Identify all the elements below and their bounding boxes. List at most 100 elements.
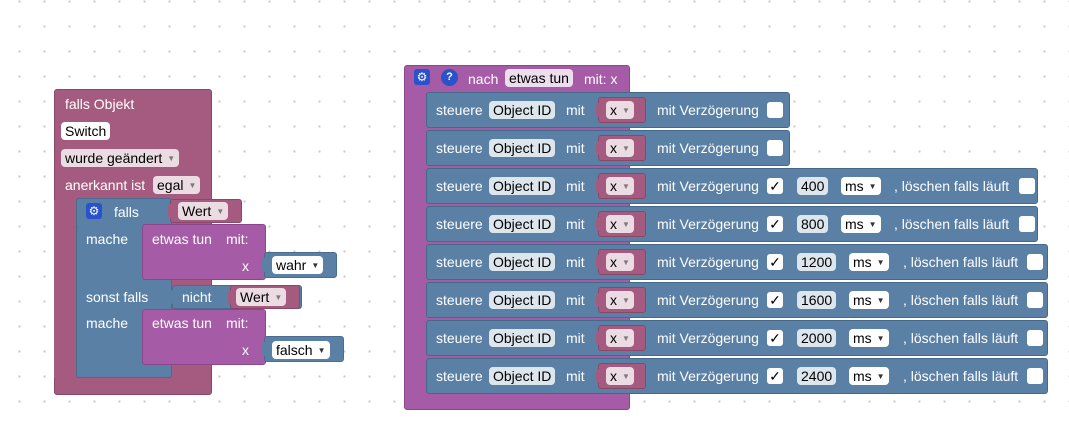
- gear-icon[interactable]: ⚙: [86, 203, 102, 219]
- object-id-field[interactable]: Object ID: [489, 139, 556, 157]
- variable-dropdown[interactable]: x▼: [606, 329, 634, 347]
- delay-checkbox[interactable]: [767, 102, 783, 118]
- clear-label: , löschen falls läuft: [894, 178, 1010, 194]
- clear-checkbox[interactable]: [1027, 254, 1043, 270]
- delay-ms-field[interactable]: 1600: [797, 291, 837, 309]
- true-dropdown[interactable]: wahr ▼: [272, 256, 324, 274]
- dropdown-arrow-icon: ▼: [868, 220, 877, 230]
- delay-checkbox[interactable]: ✓: [767, 216, 783, 232]
- unit-dropdown[interactable]: ms▼: [849, 291, 889, 309]
- trigger-ack-dropdown[interactable]: egal▼: [153, 176, 201, 194]
- control-label: steuere: [436, 254, 483, 270]
- call-param-label: x: [242, 258, 249, 274]
- clear-label: , löschen falls läuft: [903, 292, 1019, 308]
- socket-connector: [228, 290, 234, 304]
- with-label: mit: [566, 330, 585, 346]
- variable-value: x: [610, 178, 617, 194]
- dropdown-arrow-icon: ▼: [188, 181, 197, 191]
- false-dropdown[interactable]: falsch▼: [272, 341, 330, 359]
- object-id-field[interactable]: Object ID: [489, 291, 556, 309]
- delay-checkbox[interactable]: [767, 140, 783, 156]
- delay-checkbox[interactable]: ✓: [767, 330, 783, 346]
- socket-connector: [596, 255, 602, 269]
- delay-checkbox[interactable]: ✓: [767, 368, 783, 384]
- object-id-field[interactable]: Object ID: [489, 177, 556, 195]
- call-block-1[interactable]: [142, 224, 266, 280]
- clear-label: , löschen falls läuft: [903, 368, 1019, 384]
- variable-dropdown[interactable]: x▼: [606, 215, 634, 233]
- clear-checkbox[interactable]: [1027, 330, 1043, 346]
- dropdown-arrow-icon: ▼: [622, 334, 630, 344]
- dropdown-arrow-icon: ▼: [311, 261, 320, 271]
- unit-dropdown[interactable]: ms▼: [841, 177, 881, 195]
- object-id-field[interactable]: Object ID: [489, 253, 556, 271]
- unit-value: ms: [853, 254, 872, 270]
- variable-dropdown[interactable]: x▼: [606, 139, 634, 157]
- do-label: mache: [86, 231, 129, 247]
- unit-dropdown[interactable]: ms▼: [849, 367, 889, 385]
- delay-checkbox[interactable]: ✓: [767, 254, 783, 270]
- trigger-object-field[interactable]: Switch: [61, 122, 111, 140]
- dropdown-arrow-icon: ▼: [876, 372, 885, 382]
- condition-variable-value: Wert: [182, 203, 212, 219]
- dropdown-arrow-icon: ▼: [876, 296, 885, 306]
- else-variable-dropdown[interactable]: Wert▼: [236, 288, 287, 306]
- variable-dropdown[interactable]: x▼: [606, 101, 634, 119]
- delay-checkbox[interactable]: ✓: [767, 292, 783, 308]
- delay-ms-field[interactable]: 800: [797, 215, 829, 233]
- delay-label: mit Verzögerung: [657, 178, 759, 194]
- unit-dropdown[interactable]: ms▼: [841, 215, 881, 233]
- socket-connector: [596, 331, 602, 345]
- delay-ms-field[interactable]: 2400: [797, 367, 837, 385]
- else-if-label: sonst falls: [86, 289, 149, 305]
- control-label: steuere: [436, 330, 483, 346]
- with-label: mit: [566, 216, 585, 232]
- with-label: mit: [566, 102, 585, 118]
- unit-dropdown[interactable]: ms▼: [849, 253, 889, 271]
- clear-checkbox[interactable]: [1027, 292, 1043, 308]
- not-label: nicht: [182, 289, 212, 305]
- delay-ms-field[interactable]: 2000: [797, 329, 837, 347]
- procedure-name-field[interactable]: etwas tun: [505, 69, 573, 87]
- dropdown-arrow-icon: ▼: [868, 182, 877, 192]
- socket-connector: [168, 204, 174, 218]
- procedure-suffix: mit: x: [584, 71, 618, 87]
- dropdown-arrow-icon: ▼: [622, 106, 630, 116]
- dropdown-arrow-icon: ▼: [622, 220, 630, 230]
- object-id-field[interactable]: Object ID: [489, 329, 556, 347]
- clear-checkbox[interactable]: [1019, 178, 1035, 194]
- object-id-field[interactable]: Object ID: [489, 101, 556, 119]
- control-label: steuere: [436, 292, 483, 308]
- true-value: wahr: [276, 257, 307, 273]
- trigger-condition-dropdown[interactable]: wurde geändert▼: [61, 149, 180, 167]
- delay-label: mit Verzögerung: [657, 330, 759, 346]
- unit-dropdown[interactable]: ms▼: [849, 329, 889, 347]
- control-label: steuere: [436, 216, 483, 232]
- condition-variable-dropdown[interactable]: Wert ▼: [178, 202, 229, 220]
- variable-value: x: [610, 330, 617, 346]
- variable-dropdown[interactable]: x▼: [606, 291, 634, 309]
- delay-label: mit Verzögerung: [657, 102, 759, 118]
- procedure-prefix: nach: [468, 71, 499, 87]
- call-name: etwas tun: [152, 231, 212, 247]
- object-id-field[interactable]: Object ID: [489, 215, 556, 233]
- clear-checkbox[interactable]: [1019, 216, 1035, 232]
- gear-icon[interactable]: ⚙: [414, 69, 430, 85]
- control-label: steuere: [436, 102, 483, 118]
- dropdown-arrow-icon: ▼: [622, 144, 630, 154]
- trigger-block-spine: [54, 200, 78, 378]
- delay-checkbox[interactable]: ✓: [767, 178, 783, 194]
- variable-dropdown[interactable]: x▼: [606, 367, 634, 385]
- help-icon[interactable]: ?: [441, 69, 458, 86]
- object-id-field[interactable]: Object ID: [489, 367, 556, 385]
- variable-value: x: [610, 368, 617, 384]
- variable-dropdown[interactable]: x▼: [606, 253, 634, 271]
- call-name: etwas tun: [152, 315, 212, 331]
- delay-ms-field[interactable]: 1200: [797, 253, 837, 271]
- dropdown-arrow-icon: ▼: [216, 207, 225, 217]
- clear-checkbox[interactable]: [1027, 368, 1043, 384]
- delay-ms-field[interactable]: 400: [797, 177, 829, 195]
- variable-dropdown[interactable]: x▼: [606, 177, 634, 195]
- dropdown-arrow-icon: ▼: [622, 296, 630, 306]
- clear-label: , löschen falls läuft: [903, 254, 1019, 270]
